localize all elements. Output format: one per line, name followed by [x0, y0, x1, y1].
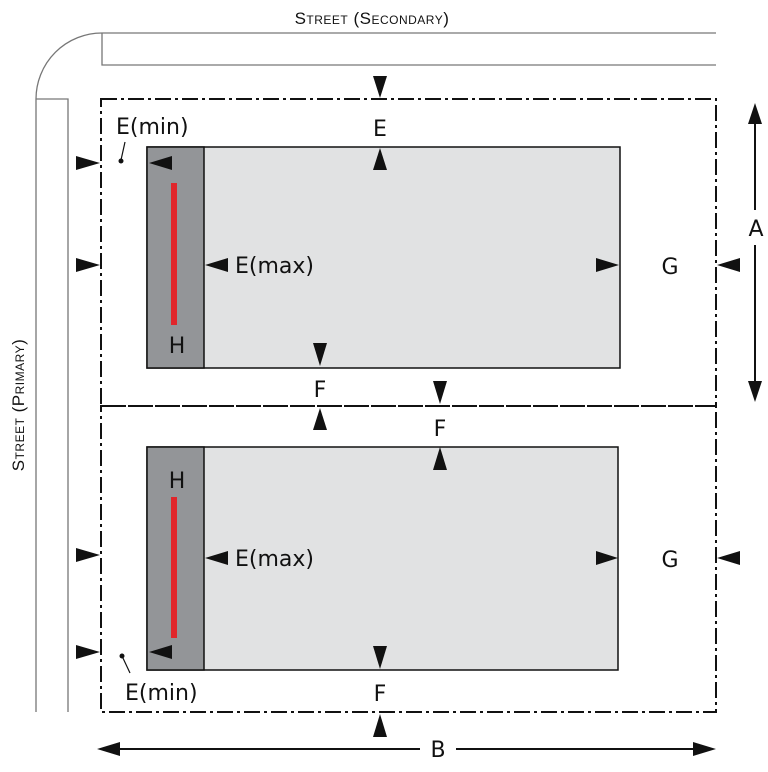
- arrow-right-icon: [596, 551, 618, 565]
- arrow-right-icon: [76, 258, 100, 272]
- arrow-right-icon: [76, 156, 100, 170]
- label-g-1: G: [661, 255, 678, 280]
- label-f-3: F: [374, 682, 387, 707]
- arrow-left-icon: [205, 551, 228, 565]
- label-b: B: [430, 738, 445, 763]
- arrow-right-icon: [76, 548, 100, 562]
- label-a: A: [748, 217, 763, 242]
- leader-dot: [118, 158, 124, 164]
- lot-2-boundary: [100, 405, 717, 713]
- garage-door-2: [171, 497, 177, 638]
- arrow-up-icon: [433, 447, 447, 470]
- leader-dot: [119, 653, 125, 659]
- label-f-1: F: [314, 378, 327, 403]
- arrow-left-icon: [717, 258, 740, 272]
- street-secondary: [35, 32, 716, 712]
- garage-door-1: [171, 183, 177, 325]
- leader-line: [120, 141, 126, 161]
- dimension-b: [97, 742, 716, 756]
- label-e-max-2: E(max): [235, 547, 314, 572]
- arrow-up-icon: [373, 148, 387, 170]
- label-e-max-1: E(max): [235, 254, 314, 279]
- label-e: E: [373, 117, 387, 142]
- arrow-left-icon: [149, 645, 172, 659]
- label-g-2: G: [661, 548, 678, 573]
- arrow-right-icon: [596, 258, 619, 272]
- arrow-left-icon: [717, 551, 740, 565]
- dimension-arrows: [76, 76, 740, 737]
- leader-line: [121, 655, 131, 674]
- label-h-2: H: [169, 469, 186, 494]
- arrow-up-icon: [313, 408, 327, 430]
- building-1: [146, 146, 621, 369]
- dimension-a: [748, 103, 762, 402]
- arrow-down-icon: [373, 646, 387, 669]
- label-f-2: F: [434, 417, 447, 442]
- street-secondary-label: Street (Secondary): [295, 9, 450, 28]
- arrow-right-icon: [76, 645, 100, 659]
- arrow-up-icon: [373, 714, 387, 737]
- label-e-min-2: E(min): [125, 681, 198, 706]
- arrow-down-icon: [433, 381, 447, 404]
- arrow-down-icon: [313, 343, 327, 366]
- label-h-1: H: [169, 334, 186, 359]
- street-primary-label: Street (Primary): [9, 339, 28, 472]
- label-e-min-1: E(min): [116, 115, 189, 140]
- arrow-left-icon: [149, 156, 172, 170]
- arrow-down-icon: [373, 76, 387, 98]
- arrow-left-icon: [205, 258, 228, 272]
